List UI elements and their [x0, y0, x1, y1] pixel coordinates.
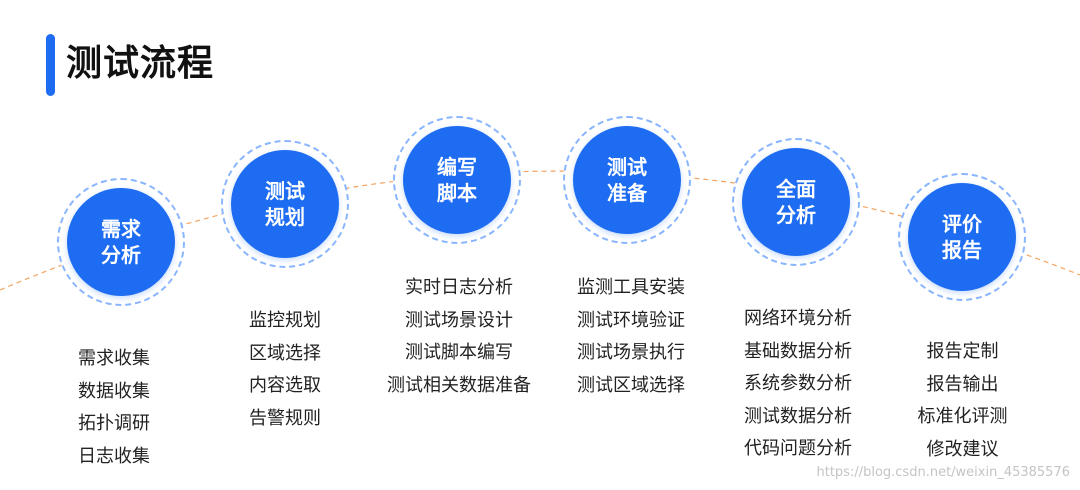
list-item: 基础数据分析 — [744, 340, 852, 362]
list-item: 测试相关数据准备 — [387, 374, 531, 396]
stage-label-line1: 全面 — [776, 177, 816, 201]
stage-circle: 需求 分析 — [67, 188, 175, 296]
stage-node-scripting: 编写 脚本 — [393, 116, 521, 244]
stage-items-requirements: 需求收集 数据收集 拓扑调研 日志收集 — [64, 343, 164, 473]
list-item: 修改建议 — [926, 438, 999, 460]
stage-label-line2: 规划 — [265, 205, 305, 229]
stage-node-preparation: 测试 准备 — [563, 116, 691, 244]
list-item: 告警规则 — [249, 407, 321, 429]
list-item: 拓扑调研 — [78, 413, 150, 434]
list-item: 区域选择 — [249, 342, 321, 364]
list-item: 测试区域选择 — [577, 374, 685, 396]
stage-node-report: 评价 报告 — [898, 173, 1026, 301]
list-item: 数据收集 — [78, 380, 150, 402]
stage-items-analysis: 网络环境分析 基础数据分析 系统参数分析 测试数据分析 代码问题分析 — [733, 303, 863, 466]
list-item: 报告输出 — [926, 373, 999, 395]
list-item: 标准化评测 — [917, 406, 1008, 427]
stage-label-line1: 测试 — [265, 179, 305, 203]
stage-label-line2: 报告 — [942, 238, 982, 262]
stage-circle: 编写 脚本 — [403, 126, 511, 234]
stage-label-line2: 分析 — [101, 243, 141, 267]
stage-circle: 全面 分析 — [742, 148, 850, 256]
title-accent-bar — [46, 34, 55, 96]
list-item: 日志收集 — [78, 445, 150, 467]
stage-label-line2: 脚本 — [437, 181, 477, 205]
stage-label-line2: 准备 — [607, 181, 647, 205]
stage-label-line1: 测试 — [607, 155, 647, 179]
list-item: 实时日志分析 — [405, 277, 513, 298]
stage-items-scripting: 实时日志分析 测试场景设计 测试脚本编写 测试相关数据准备 — [379, 272, 539, 402]
list-item: 内容选取 — [249, 375, 321, 396]
list-item: 网络环境分析 — [744, 308, 852, 329]
stage-circle: 测试 准备 — [573, 126, 681, 234]
stage-label-line1: 评价 — [942, 212, 982, 236]
list-item: 代码问题分析 — [744, 438, 852, 459]
list-item: 监测工具安装 — [577, 277, 685, 298]
stage-label-line1: 编写 — [437, 155, 477, 179]
page-title: 测试流程 — [66, 43, 215, 84]
stage-items-report: 报告定制 报告输出 标准化评测 修改建议 — [910, 336, 1015, 466]
stage-label-line1: 需求 — [101, 217, 141, 241]
list-item: 系统参数分析 — [744, 373, 852, 394]
stage-circle: 评价 报告 — [908, 183, 1016, 291]
watermark: https://blog.csdn.net/weixin_45385576 — [816, 465, 1070, 480]
list-item: 测试环境验证 — [577, 309, 685, 331]
stage-circle: 测试 规划 — [231, 150, 339, 258]
stage-label-line2: 分析 — [776, 203, 816, 227]
list-item: 需求收集 — [78, 348, 150, 369]
list-item: 监控规划 — [249, 310, 321, 331]
stage-node-requirements: 需求 分析 — [57, 178, 185, 306]
stage-items-preparation: 监测工具安装 测试环境验证 测试场景执行 测试区域选择 — [566, 272, 696, 402]
list-item: 测试数据分析 — [744, 405, 852, 427]
stage-node-analysis: 全面 分析 — [732, 138, 860, 266]
stage-items-planning: 监控规划 区域选择 内容选取 告警规则 — [235, 305, 335, 435]
list-item: 测试脚本编写 — [405, 342, 513, 363]
list-item: 报告定制 — [926, 341, 999, 362]
list-item: 测试场景执行 — [577, 342, 685, 363]
list-item: 测试场景设计 — [405, 309, 513, 331]
stage-node-planning: 测试 规划 — [221, 140, 349, 268]
